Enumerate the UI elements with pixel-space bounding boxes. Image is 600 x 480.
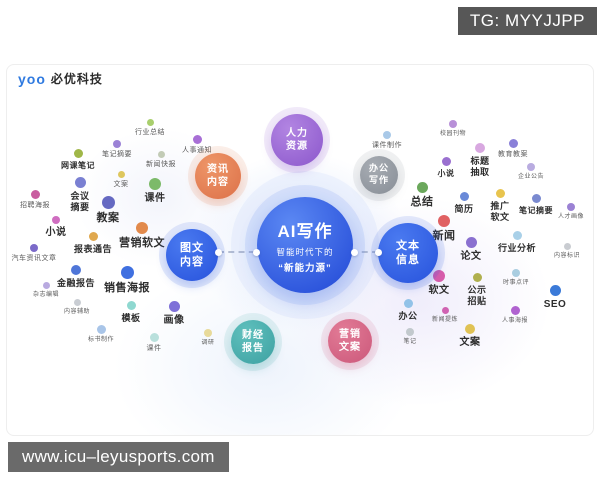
connector-joint-dot [252,248,260,256]
hub-yingxiao-wenan: 营销 文案 [328,319,372,363]
connector-joint-dot [374,248,382,256]
hub-tuwen-neirong: 图文 内容 [166,229,218,281]
logo-yoo-mark: yoo [18,70,46,87]
center-subtitle-line1: 智能时代下的 [276,246,334,257]
hub-zixun-neirong: 资讯 内容 [195,153,241,199]
hub-caijing-baogao: 财经 报告 [231,320,275,364]
brand-logo: yoo 必优科技 [18,70,103,87]
connector-joint-dot [350,248,358,256]
hub-wenben-xinxi: 文本 信息 [378,223,438,283]
tg-watermark-badge: TG: MYYJJPP [457,7,597,35]
center-title: AI写作 [277,221,333,241]
center-subtitle-line2: “新能力源” [278,262,332,274]
hub-renli-ziyuan: 人力 资源 [271,114,323,166]
site-url-watermark: www.icu–leyusports.com [8,442,229,472]
ai-writing-circle: AI写作 智能时代下的 “新能力源” [257,197,353,293]
hub-bangong-xiezuo: 办公 写作 [360,156,398,194]
connector-joint-dot [214,248,222,256]
logo-company-name: 必优科技 [50,72,103,86]
ai-writing-center-node: AI写作 智能时代下的 “新能力源” [257,197,353,293]
